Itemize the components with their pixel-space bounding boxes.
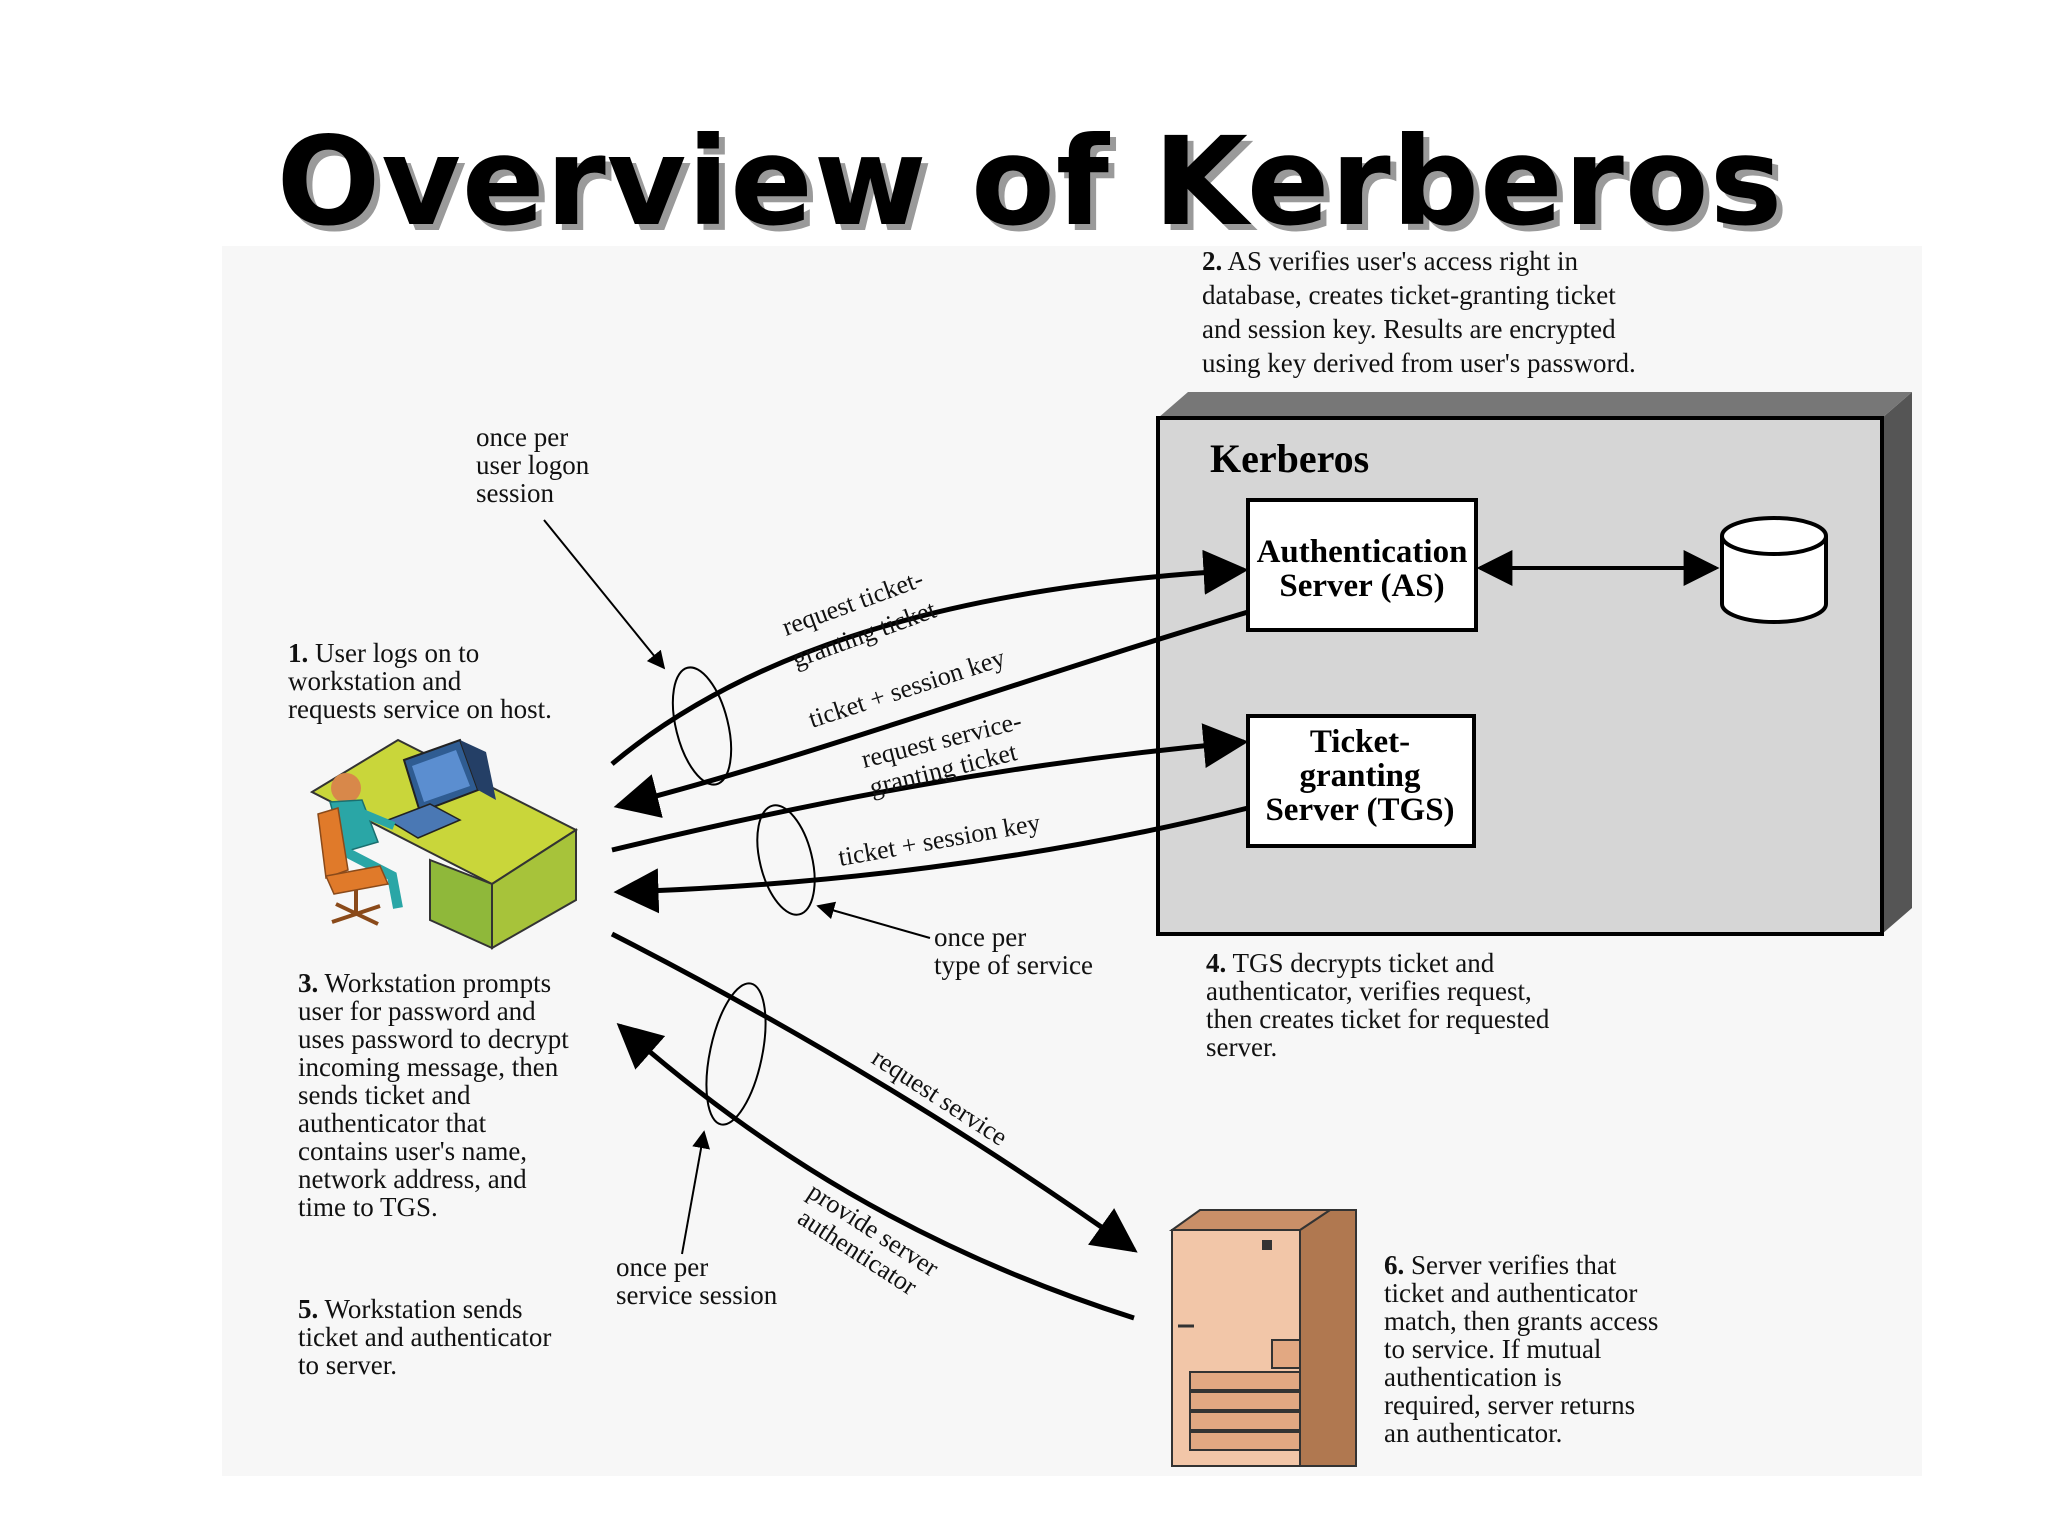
kerberos-box: Kerberos (1156, 392, 1912, 936)
svg-text:then creates ticket for reques: then creates ticket for requested (1206, 1004, 1550, 1034)
frequency-pointers (543, 519, 931, 1255)
svg-text:using key derived from user's: using key derived from user's password. (1202, 348, 1636, 378)
note-step-4: 4. TGS decrypts ticket and authenticator… (1206, 948, 1550, 1062)
svg-text:requests service on host.: requests service on host. (288, 694, 552, 724)
svg-text:ticket and authenticator: ticket and authenticator (1384, 1278, 1637, 1308)
svg-text:ticket and authenticator: ticket and authenticator (298, 1322, 551, 1352)
svg-text:sends ticket and: sends ticket and (298, 1080, 471, 1110)
frequency-loops (671, 666, 816, 1126)
svg-text:user for password and: user for password and (298, 996, 536, 1026)
svg-text:Server (AS): Server (AS) (1279, 568, 1444, 604)
arrow-provide-authenticator (616, 1023, 1135, 1321)
svg-text:once per: once per (476, 422, 568, 452)
svg-text:and session key. Results are e: and session key. Results are encrypted (1202, 314, 1616, 344)
svg-text:network address, and: network address, and (298, 1164, 527, 1194)
server-icon (1168, 1209, 1357, 1467)
svg-text:Overview of Kerberos: Overview of Kerberos (277, 111, 1784, 253)
frequency-label-service-type: once per type of service (934, 922, 1093, 980)
svg-text:once per: once per (934, 922, 1026, 952)
svg-text:Authentication: Authentication (1257, 534, 1468, 570)
svg-text:uses password to decrypt: uses password to decrypt (298, 1024, 569, 1054)
svg-text:user logon: user logon (476, 450, 590, 480)
svg-text:server.: server. (1206, 1032, 1277, 1062)
page-title: Overview of Kerberos Overview of Kerbero… (277, 111, 1790, 259)
database-icon (1720, 516, 1828, 624)
frequency-label-logon: once per user logon session (476, 422, 590, 508)
flow-arrows (610, 549, 1249, 1321)
workstation-icon (309, 738, 579, 950)
svg-text:once per: once per (616, 1252, 708, 1282)
note-step-5: 5. Workstation sends ticket and authenti… (298, 1294, 551, 1380)
svg-text:3. Workstation prompts: 3. Workstation prompts (298, 968, 551, 998)
svg-text:4. TGS decrypts ticket and: 4. TGS decrypts ticket and (1206, 948, 1495, 978)
svg-text:match, then grants access: match, then grants access (1384, 1306, 1658, 1336)
svg-text:an authenticator.: an authenticator. (1384, 1418, 1562, 1448)
note-step-1: 1. User logs on to workstation and reque… (288, 638, 552, 724)
svg-text:2. AS verifies user's access r: 2. AS verifies user's access right in (1202, 246, 1579, 276)
svg-text:workstation and: workstation and (288, 666, 462, 696)
note-step-6: 6. Server verifies that ticket and authe… (1384, 1250, 1658, 1448)
svg-text:granting: granting (1299, 758, 1421, 794)
svg-text:session: session (476, 478, 555, 508)
svg-text:authentication is: authentication is (1384, 1362, 1562, 1392)
svg-text:service session: service session (616, 1280, 778, 1310)
note-step-2: 2. AS verifies user's access right in da… (1202, 246, 1636, 378)
svg-text:1. User logs on to: 1. User logs on to (288, 638, 479, 668)
svg-text:Server (TGS): Server (TGS) (1265, 792, 1454, 828)
svg-text:Ticket-: Ticket- (1310, 724, 1410, 760)
svg-text:5. Workstation sends: 5. Workstation sends (298, 1294, 523, 1324)
svg-text:time to TGS.: time to TGS. (298, 1192, 438, 1222)
svg-text:to server.: to server. (298, 1350, 397, 1380)
tgs-box: Ticket- granting Server (TGS) (1246, 714, 1476, 848)
svg-text:authenticator, verifies reques: authenticator, verifies request, (1206, 976, 1532, 1006)
frequency-label-service-session: once per service session (616, 1252, 778, 1310)
kerberos-label: Kerberos (1210, 436, 1369, 481)
note-step-3: 3. Workstation prompts user for password… (298, 968, 569, 1222)
arrow-ticket-session-key-2 (613, 805, 1249, 914)
svg-text:incoming message, then: incoming message, then (298, 1052, 559, 1082)
arrow-request-service (610, 931, 1138, 1253)
arrow-request-sgt (611, 723, 1249, 853)
svg-text:6. Server verifies that: 6. Server verifies that (1384, 1250, 1617, 1280)
svg-text:to service. If mutual: to service. If mutual (1384, 1334, 1601, 1364)
arrow-request-tgt (610, 549, 1249, 766)
authentication-server-box: Authentication Server (AS) (1246, 498, 1478, 632)
svg-text:required, server returns: required, server returns (1384, 1390, 1635, 1420)
arrow-ticket-session-key-1 (613, 609, 1249, 818)
svg-text:contains user's name,: contains user's name, (298, 1136, 527, 1166)
svg-text:database, creates ticket-grant: database, creates ticket-granting ticket (1202, 280, 1616, 310)
svg-text:authenticator that: authenticator that (298, 1108, 487, 1138)
svg-text:Overview of Kerberos: Overview of Kerberos (283, 117, 1790, 259)
svg-text:type of service: type of service (934, 950, 1093, 980)
